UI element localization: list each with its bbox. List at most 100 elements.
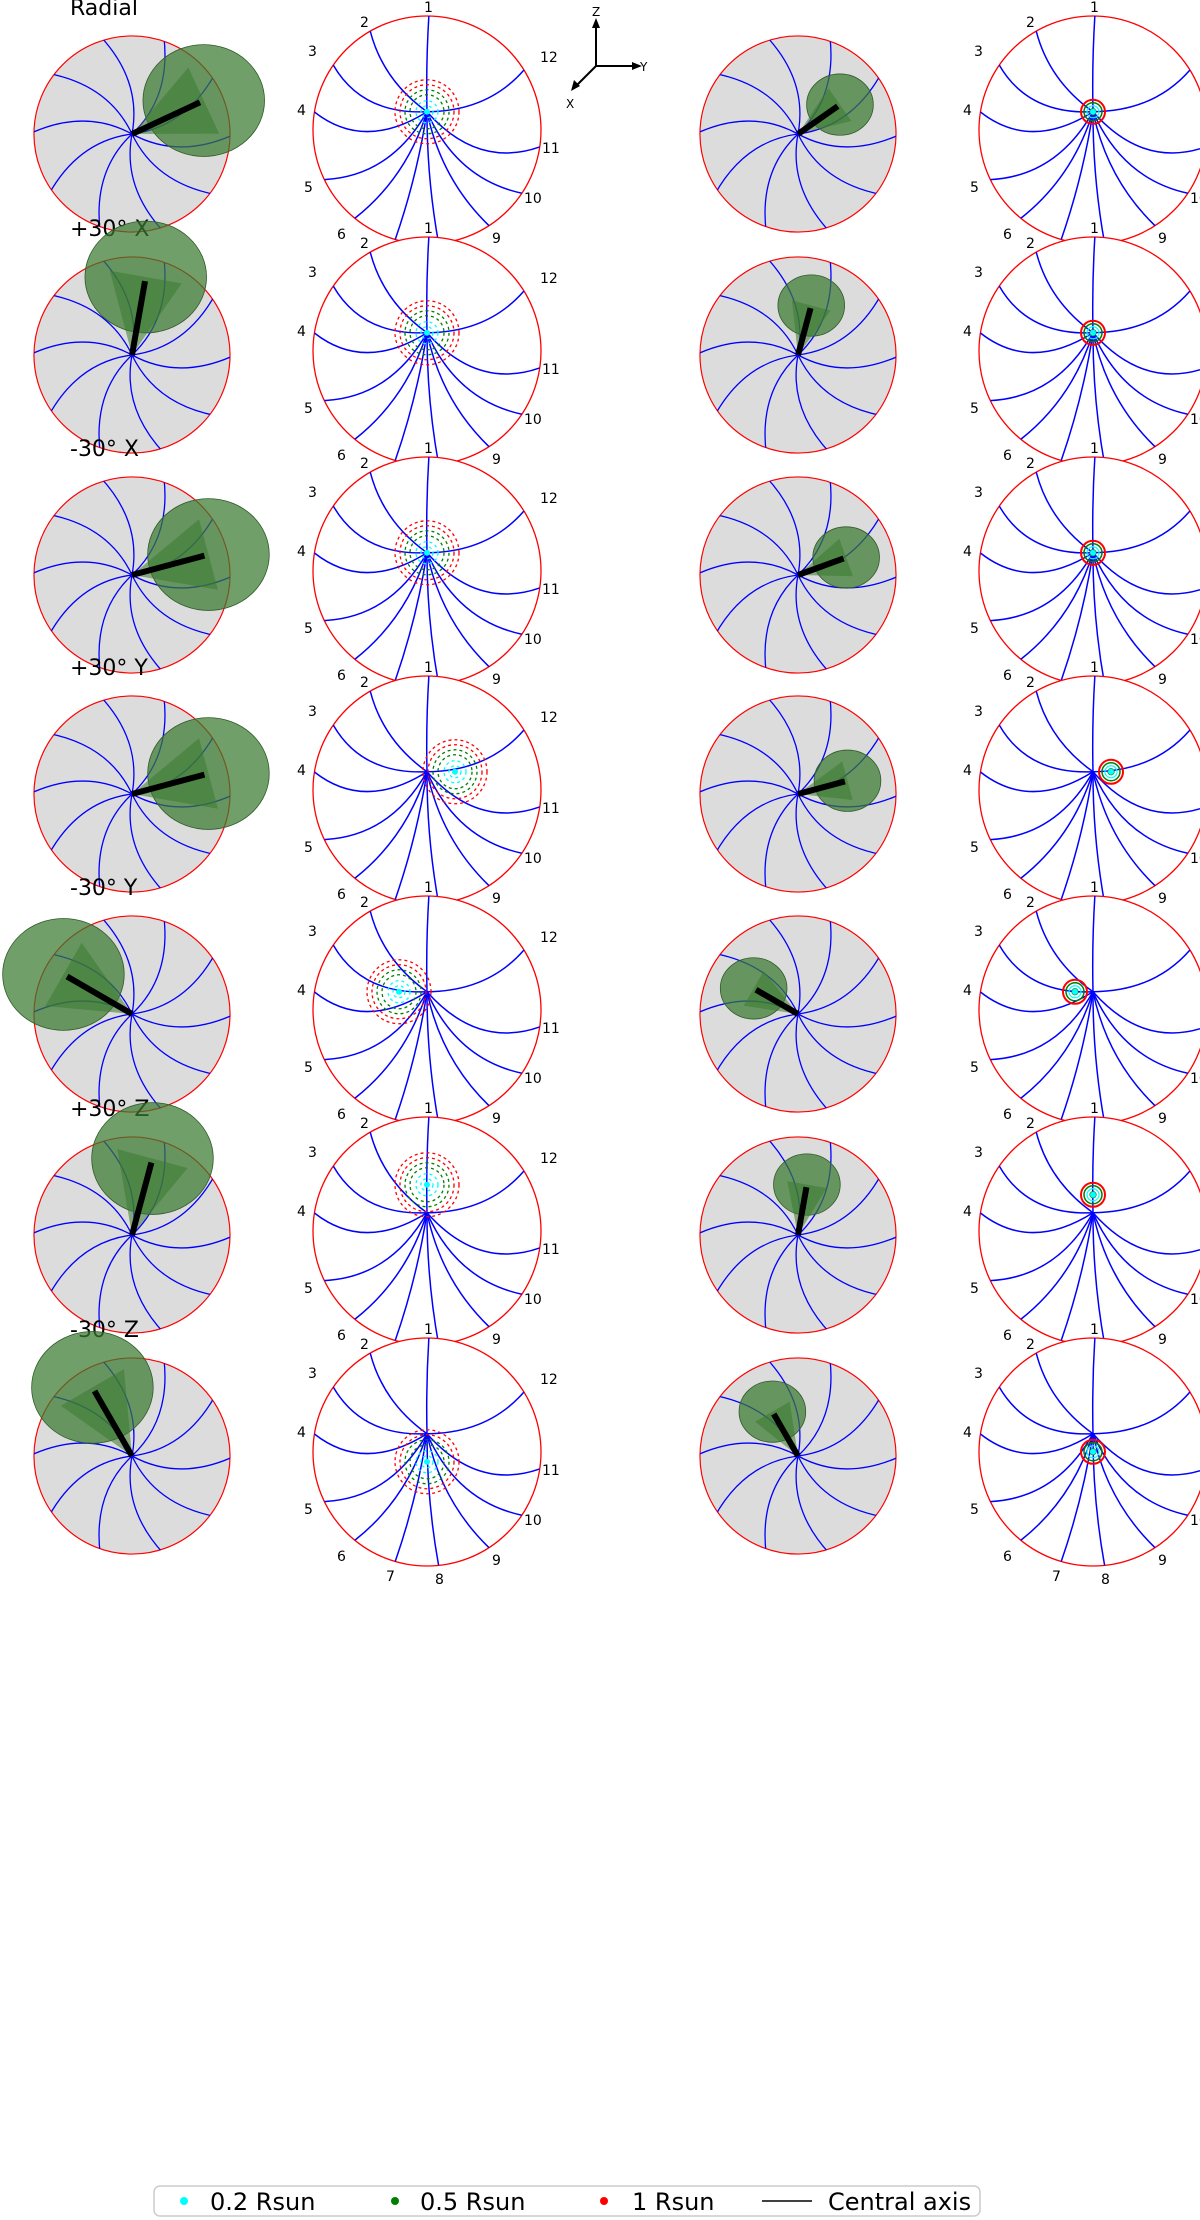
meridian-line (394, 1433, 428, 1562)
meridian-number-2: 2 (1026, 1337, 1035, 1353)
cone-body (60, 1369, 132, 1456)
sphere-meridian (764, 1234, 799, 1333)
meridian-number-9: 9 (1158, 1332, 1167, 1348)
meridian-number-3: 3 (974, 1366, 983, 1382)
meridian-line (1092, 332, 1156, 448)
sphere-meridian (129, 1234, 165, 1334)
meridian-number-3: 3 (308, 44, 317, 60)
footprint-ring (1083, 323, 1103, 343)
meridian-number-1: 1 (424, 660, 433, 676)
meridian-number-2: 2 (1026, 456, 1035, 472)
footprint-ring (404, 530, 450, 576)
meridian-line (1092, 991, 1189, 1074)
footprint-center (424, 329, 430, 336)
meridian-number-3: 3 (308, 485, 317, 501)
footprint-ring (399, 525, 455, 581)
meridian-number-1: 1 (424, 1101, 433, 1117)
meridian-number-4: 4 (963, 983, 972, 999)
sphere-meridian (131, 1358, 166, 1457)
meridian-number-3: 3 (308, 1145, 317, 1161)
meridian-number-9: 9 (1158, 1111, 1167, 1127)
sphere-meridian (98, 133, 133, 232)
sphere-meridian (714, 133, 799, 195)
sphere-meridian (797, 1455, 882, 1518)
meridian-number-6: 6 (1003, 1549, 1012, 1565)
central-axis (795, 307, 814, 356)
central-axis (129, 280, 148, 356)
meridian-line (1092, 1391, 1191, 1435)
meridian-number-5: 5 (304, 840, 313, 856)
meridian-number-3: 3 (974, 265, 983, 281)
meridian-number-4: 4 (297, 544, 306, 560)
meridian-line (1020, 1212, 1094, 1320)
sphere-meridian (797, 953, 882, 1015)
meridian-number-9: 9 (492, 1111, 501, 1127)
meridian-line (324, 332, 428, 402)
footprint-ring (1083, 102, 1103, 122)
meridian-number-6: 6 (1003, 227, 1012, 243)
sphere-meridian (131, 1234, 216, 1297)
meridian-line (990, 111, 1094, 181)
meridian-line (1092, 1170, 1191, 1214)
footprint-ring (1083, 1185, 1103, 1205)
sphere-meridian (98, 354, 133, 453)
footprint-ring (427, 744, 483, 800)
sphere-meridian (48, 1173, 133, 1236)
meridian-line (426, 729, 525, 773)
footprint-ring (399, 305, 455, 361)
meridian-line (394, 111, 428, 240)
footprint-ring (420, 105, 434, 119)
meridian-line (979, 552, 1094, 574)
footprint-ring (437, 754, 473, 790)
meridian-number-9: 9 (492, 1553, 501, 1569)
meridian-number-10: 10 (524, 412, 542, 428)
meridian-number-10: 10 (1190, 412, 1200, 428)
sphere-meridian (98, 574, 133, 673)
footprint-ring (399, 1434, 455, 1490)
meridian-line (425, 16, 430, 112)
meridian-number-11: 11 (542, 1242, 560, 1258)
footprint-ring (392, 985, 406, 999)
sphere-meridian (765, 695, 801, 795)
meridian-number-5: 5 (970, 1060, 979, 1076)
sphere-meridian (33, 120, 133, 135)
sphere-meridian (797, 1013, 882, 1076)
meridian-number-10: 10 (524, 191, 542, 207)
sphere-meridian (797, 1455, 897, 1470)
sphere-meridian (795, 1234, 831, 1334)
meridian-line (1060, 991, 1094, 1120)
meridian-number-9: 9 (492, 452, 501, 468)
meridian-line (369, 251, 428, 334)
meridian-number-4: 4 (297, 763, 306, 779)
sphere-meridian (764, 1455, 799, 1554)
axes-indicator: Z Y X (566, 5, 648, 111)
meridian-line (369, 690, 428, 773)
meridian-number-6: 6 (337, 1107, 346, 1123)
legend-label-1: 0.5 Rsun (420, 2188, 525, 2216)
footprint-ring (1086, 1188, 1100, 1202)
meridian-number-3: 3 (974, 44, 983, 60)
sphere-meridian (795, 1013, 831, 1113)
meridian-number-1: 1 (424, 880, 433, 896)
sphere-meridian (98, 1013, 133, 1112)
central-axis (129, 1161, 155, 1236)
meridian-number-5: 5 (970, 180, 979, 196)
meridian-line (1092, 771, 1200, 814)
meridian-line (332, 505, 428, 554)
meridian-line (1092, 1433, 1189, 1516)
meridian-line (1092, 991, 1200, 1034)
row-1: +30° X123456789101112123456789101112 (33, 217, 1200, 487)
meridian-line (426, 771, 523, 854)
meridian-line (426, 552, 490, 668)
footprint-ring (381, 974, 417, 1010)
row-label: +30° Y (70, 656, 148, 681)
meridian-line (324, 552, 428, 622)
meridian-line (426, 1212, 440, 1345)
sphere-meridian (131, 1395, 216, 1457)
legend-swatch-1 (391, 2197, 399, 2205)
meridian-line (369, 1131, 428, 1214)
sphere-meridian (99, 476, 135, 576)
meridian-line (426, 1212, 490, 1328)
meridian-number-4: 4 (297, 1425, 306, 1441)
cone-body (45, 942, 133, 1014)
